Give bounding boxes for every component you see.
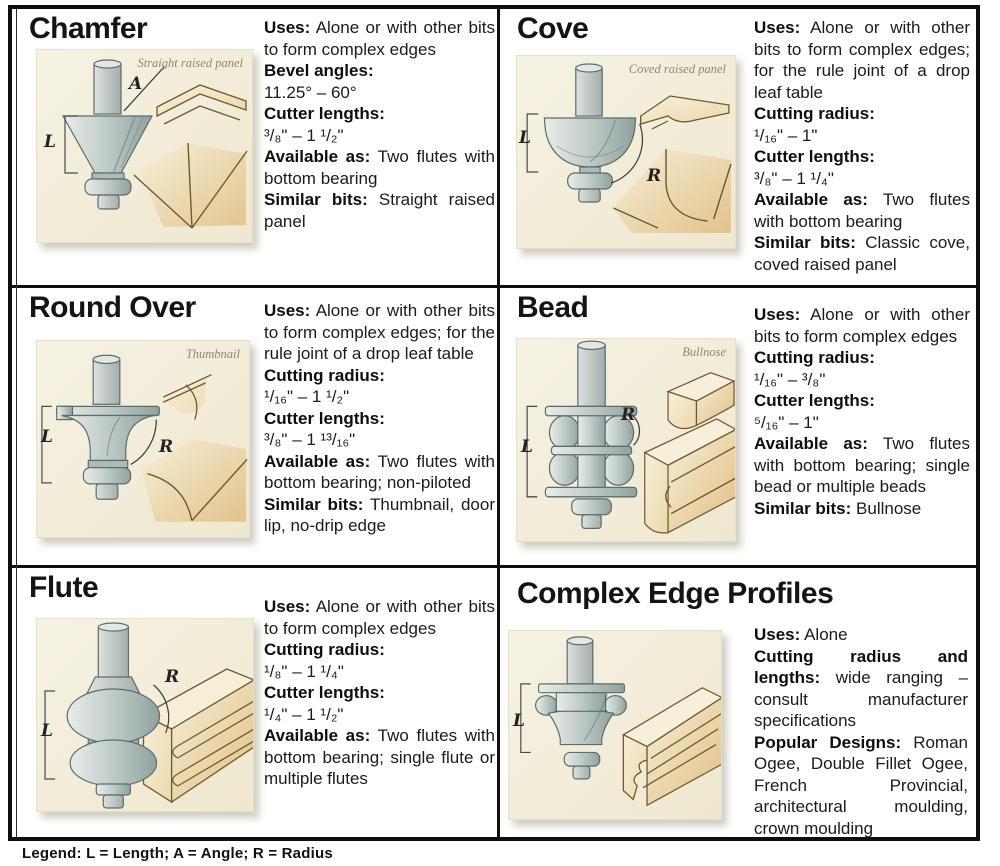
chamfer-bit-drawing [61, 59, 248, 229]
angle-annotation-label: A [129, 74, 143, 94]
spec-line: Available as: Two flutes with bottom bea… [754, 434, 970, 496]
spec-line: Cutting radius: [754, 348, 875, 367]
flute-bit-drawing [44, 622, 253, 809]
cell-complex-edge-profiles: Complex Edge Profiles [500, 568, 976, 837]
cell-title: Chamfer [29, 12, 148, 45]
spec-line: Available as: Two flutes with bottom bea… [264, 147, 496, 188]
spec-line: ³/₈" – 1 ¹/₄" [754, 168, 834, 188]
spec-line: Similar bits: Classic cove, coved raised… [754, 233, 970, 274]
image-caption: Coved raised panel [628, 62, 726, 76]
spec-line: Available as: Two flutes with bottom bea… [264, 726, 496, 788]
spec-line: Available as: Two flutes with bottom bea… [264, 451, 496, 493]
spec-line: Uses: Alone or with other bits to form c… [754, 18, 970, 102]
cell-round-over: Round Over [12, 288, 497, 565]
illustration-panel: L R [36, 618, 254, 812]
spec-line: Similar bits: Straight raised panel [264, 190, 495, 231]
spec-line: Uses: Alone or with other bits to form c… [754, 305, 970, 346]
spec-line: ¹/₁₆" – ³/₈" [754, 369, 826, 389]
spec-text: Uses: Alone or with other bits to form c… [264, 596, 495, 790]
cell-cove: Cove [500, 9, 976, 285]
illustration-panel: Coved raised panel L R [516, 55, 736, 249]
complex-profile-bit-drawing [520, 636, 721, 807]
spec-line: Similar bits: Thumbnail, door lip, no-dr… [264, 494, 495, 536]
spec-text: Uses: Alone or with other bits to form c… [264, 300, 495, 537]
spec-line: ¹/₁₆" – 1 ¹/₂" [264, 387, 350, 406]
cell-title: Complex Edge Profiles [517, 577, 834, 610]
length-annotation-label: L [519, 128, 531, 148]
spec-line: Cutting radius: [264, 640, 385, 659]
spec-line: Cutter lengths: [264, 408, 385, 428]
length-annotation-label: L [41, 721, 53, 741]
spec-text: Uses: Alone or with other bits to form c… [754, 304, 970, 519]
spec-line: Cutter lengths: [754, 391, 875, 410]
spec-text: Uses: Alone or with other bits to form c… [754, 17, 970, 275]
spec-line: Uses: Alone or with other bits to form c… [264, 597, 495, 638]
radius-annotation-label: R [647, 166, 662, 186]
spec-line: Cutting radius and lengths: wide ranging… [754, 646, 968, 731]
spec-line: ³/₈" – 1 ¹³/₁₆" [264, 430, 356, 449]
cell-title: Bead [517, 291, 589, 324]
spec-line: ¹/₄" – 1 ¹/₂" [264, 704, 344, 724]
spec-line: ⁵/₁₆" – 1" [754, 412, 819, 432]
spec-line: Similar bits: Bullnose [754, 498, 922, 518]
spec-line: ¹/₈" – 1 ¹/₄" [264, 661, 344, 681]
spec-line: Cutting radius: [754, 104, 875, 123]
spec-line: Cutter lengths: [264, 104, 385, 123]
radius-annotation-label: R [159, 437, 174, 457]
spec-line: Uses: Alone or with other bits to form c… [264, 301, 495, 363]
length-annotation-label: L [513, 711, 525, 731]
illustration-panel: Bullnose L R [516, 338, 736, 542]
spec-line: Cutting radius: [264, 365, 385, 385]
image-caption: Thumbnail [185, 347, 240, 361]
illustration-panel: L [508, 630, 722, 820]
legend: Legend: L = Length; A = Angle; R = Radiu… [22, 845, 333, 862]
length-annotation-label: L [521, 437, 533, 457]
radius-annotation-label: R [621, 405, 636, 425]
spec-line: ³/₈" – 1 ¹/₂" [264, 125, 344, 145]
image-caption: Straight raised panel [137, 56, 243, 70]
spec-line: Uses: Alone [754, 625, 848, 644]
cell-chamfer: Chamfer [12, 9, 497, 285]
cell-bead: Bead [500, 288, 976, 565]
round-over-bit-drawing [41, 354, 248, 522]
reference-table-frame: Chamfer [8, 5, 980, 841]
image-caption: Bullnose [682, 345, 726, 359]
spec-line: Available as: Two flutes with bottom bea… [754, 190, 970, 231]
illustration-panel: Straight raised panel A L [36, 49, 253, 243]
cell-title: Cove [517, 12, 589, 45]
bead-bit-drawing [526, 340, 735, 534]
spec-line: Uses: Alone or with other bits to form c… [264, 18, 495, 59]
spec-text: Uses: Alone or with other bits to form c… [264, 17, 495, 232]
cove-bit-drawing [526, 63, 732, 233]
spec-line: Cutter lengths: [264, 683, 385, 702]
length-annotation-label: L [41, 427, 53, 447]
cell-title: Round Over [29, 291, 196, 324]
spec-line: Cutter lengths: [754, 147, 875, 166]
spec-line: 11.25° – 60° [264, 82, 357, 102]
spec-line: ¹/₁₆" – 1" [754, 125, 818, 145]
spec-line: Popular Designs: Roman Ogee, Double Fill… [754, 732, 968, 838]
spec-line: Bevel angles: [264, 61, 374, 80]
cell-flute: Flute [12, 568, 497, 837]
cell-title: Flute [29, 571, 99, 604]
length-annotation-label: L [44, 132, 56, 152]
radius-annotation-label: R [165, 667, 180, 687]
illustration-panel: Thumbnail L R [36, 340, 250, 538]
